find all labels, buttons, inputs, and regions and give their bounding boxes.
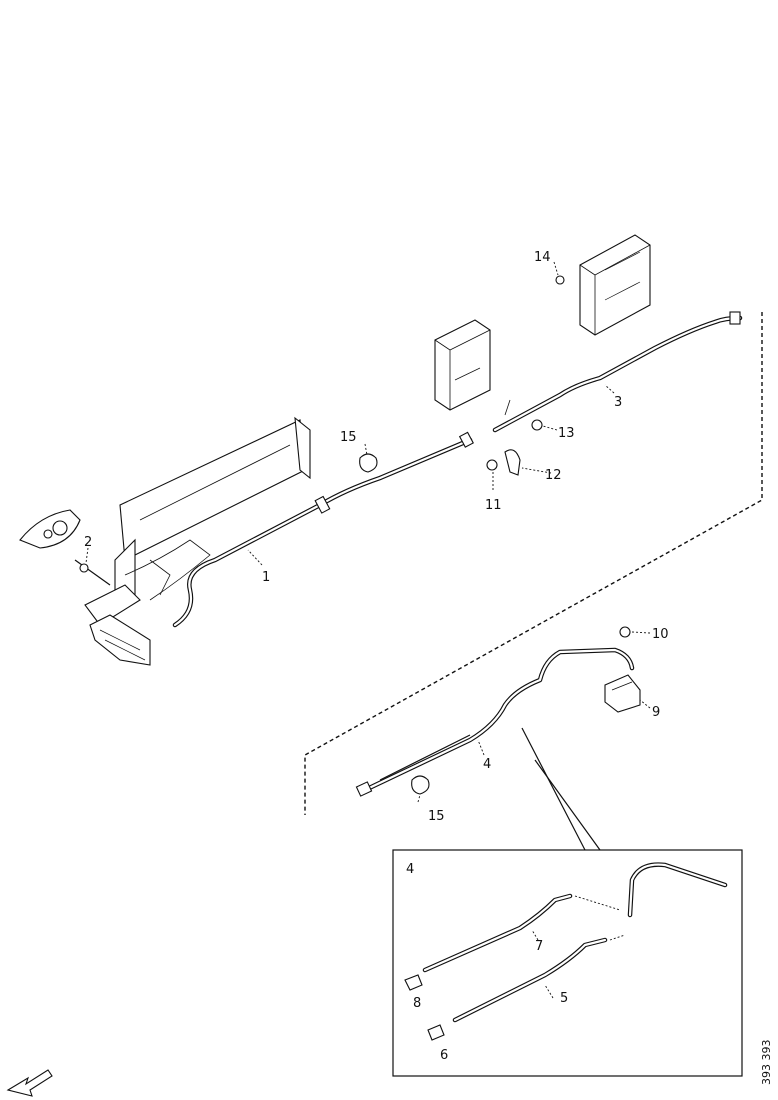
callout-11: 11 [485, 498, 502, 513]
inset-pipe-7 [422, 893, 573, 973]
bolt-2 [79, 563, 89, 573]
callout-14: 14 [534, 250, 551, 265]
inset-label-4: 4 [406, 862, 414, 877]
callout-15a: 15 [340, 430, 357, 445]
bracket-9 [604, 674, 641, 713]
inset-nut-8 [404, 974, 423, 991]
callout-labels: 1 2 3 4 15 12 11 13 14 15 10 9 4 7 5 8 6 [84, 250, 669, 1063]
direction-arrow-icon [6, 1069, 53, 1097]
bolt-10 [619, 626, 631, 638]
continuation-dashed-line [304, 312, 763, 815]
bolt-14 [555, 275, 565, 285]
callout-10: 10 [652, 627, 669, 642]
callout-leaders [85, 261, 651, 999]
callout-8: 8 [413, 996, 421, 1011]
brake-pipe-3 [492, 311, 743, 433]
mid-mounting-bracket [434, 319, 491, 411]
inset-pipe-5 [452, 937, 608, 1023]
bolt-13 [531, 419, 543, 431]
callout-7: 7 [535, 939, 543, 954]
inset-leader-left [521, 727, 586, 851]
inset-leader-right [534, 759, 601, 851]
callout-5: 5 [560, 991, 568, 1006]
callout-15b: 15 [428, 809, 445, 824]
rear-mounting-bracket [579, 234, 651, 336]
detail-inset-frame [392, 849, 743, 1077]
callout-4: 4 [483, 757, 491, 772]
reference-code: 393 393 [760, 1040, 773, 1086]
clip-15-upper [359, 453, 378, 473]
callout-13: 13 [558, 426, 575, 441]
brake-pipe-4 [355, 647, 635, 797]
callout-3: 3 [614, 395, 622, 410]
inset-nut-6 [427, 1024, 445, 1041]
callout-9: 9 [652, 705, 660, 720]
callout-2: 2 [84, 535, 92, 550]
callout-1: 1 [262, 570, 270, 585]
front-valve-fitting [19, 509, 111, 586]
inset-pipe-end [627, 862, 728, 918]
clip-15-lower [411, 775, 430, 795]
callout-6: 6 [440, 1048, 448, 1063]
inset-connection-dots [574, 895, 626, 941]
callout-12: 12 [545, 468, 562, 483]
brake-pipe-1 [172, 431, 474, 628]
front-frame-bracket [84, 416, 311, 666]
clamp-12-11 [486, 449, 521, 476]
